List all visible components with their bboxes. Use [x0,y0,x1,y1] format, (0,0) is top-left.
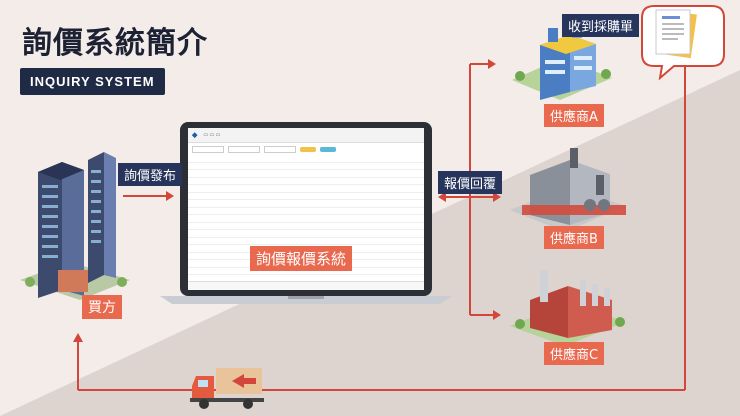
screen-filters [188,143,424,155]
truck-icon [190,368,264,409]
screen-footer [188,281,424,290]
reply-label: 報價回覆 [438,171,503,194]
receive-po-label: 收到採購單 [562,14,640,37]
system-label: 詢價報價系統 [250,246,353,271]
page-title: 詢價系統簡介 [22,26,208,61]
supplier-a-label: 供應商A [544,104,604,127]
document-icon [655,9,697,59]
publish-arrow [123,191,174,201]
screen-logo: ◆ [192,132,198,139]
supplier-plant-icon [510,270,625,346]
buyer-label: 買方 [82,295,122,319]
publish-label: 詢價發布 [118,163,183,186]
inquiry-system-badge: INQUIRY SYSTEM [20,68,165,95]
supplier-c-label: 供應商C [544,342,605,365]
screen-nav: ▭ ▭ ▭ [203,132,221,138]
screen-header: ◆ ▭ ▭ ▭ [188,128,424,143]
buyer-building-icon [20,152,130,300]
supplier-factory-icon [510,148,626,232]
supplier-b-label: 供應商B [544,226,604,249]
